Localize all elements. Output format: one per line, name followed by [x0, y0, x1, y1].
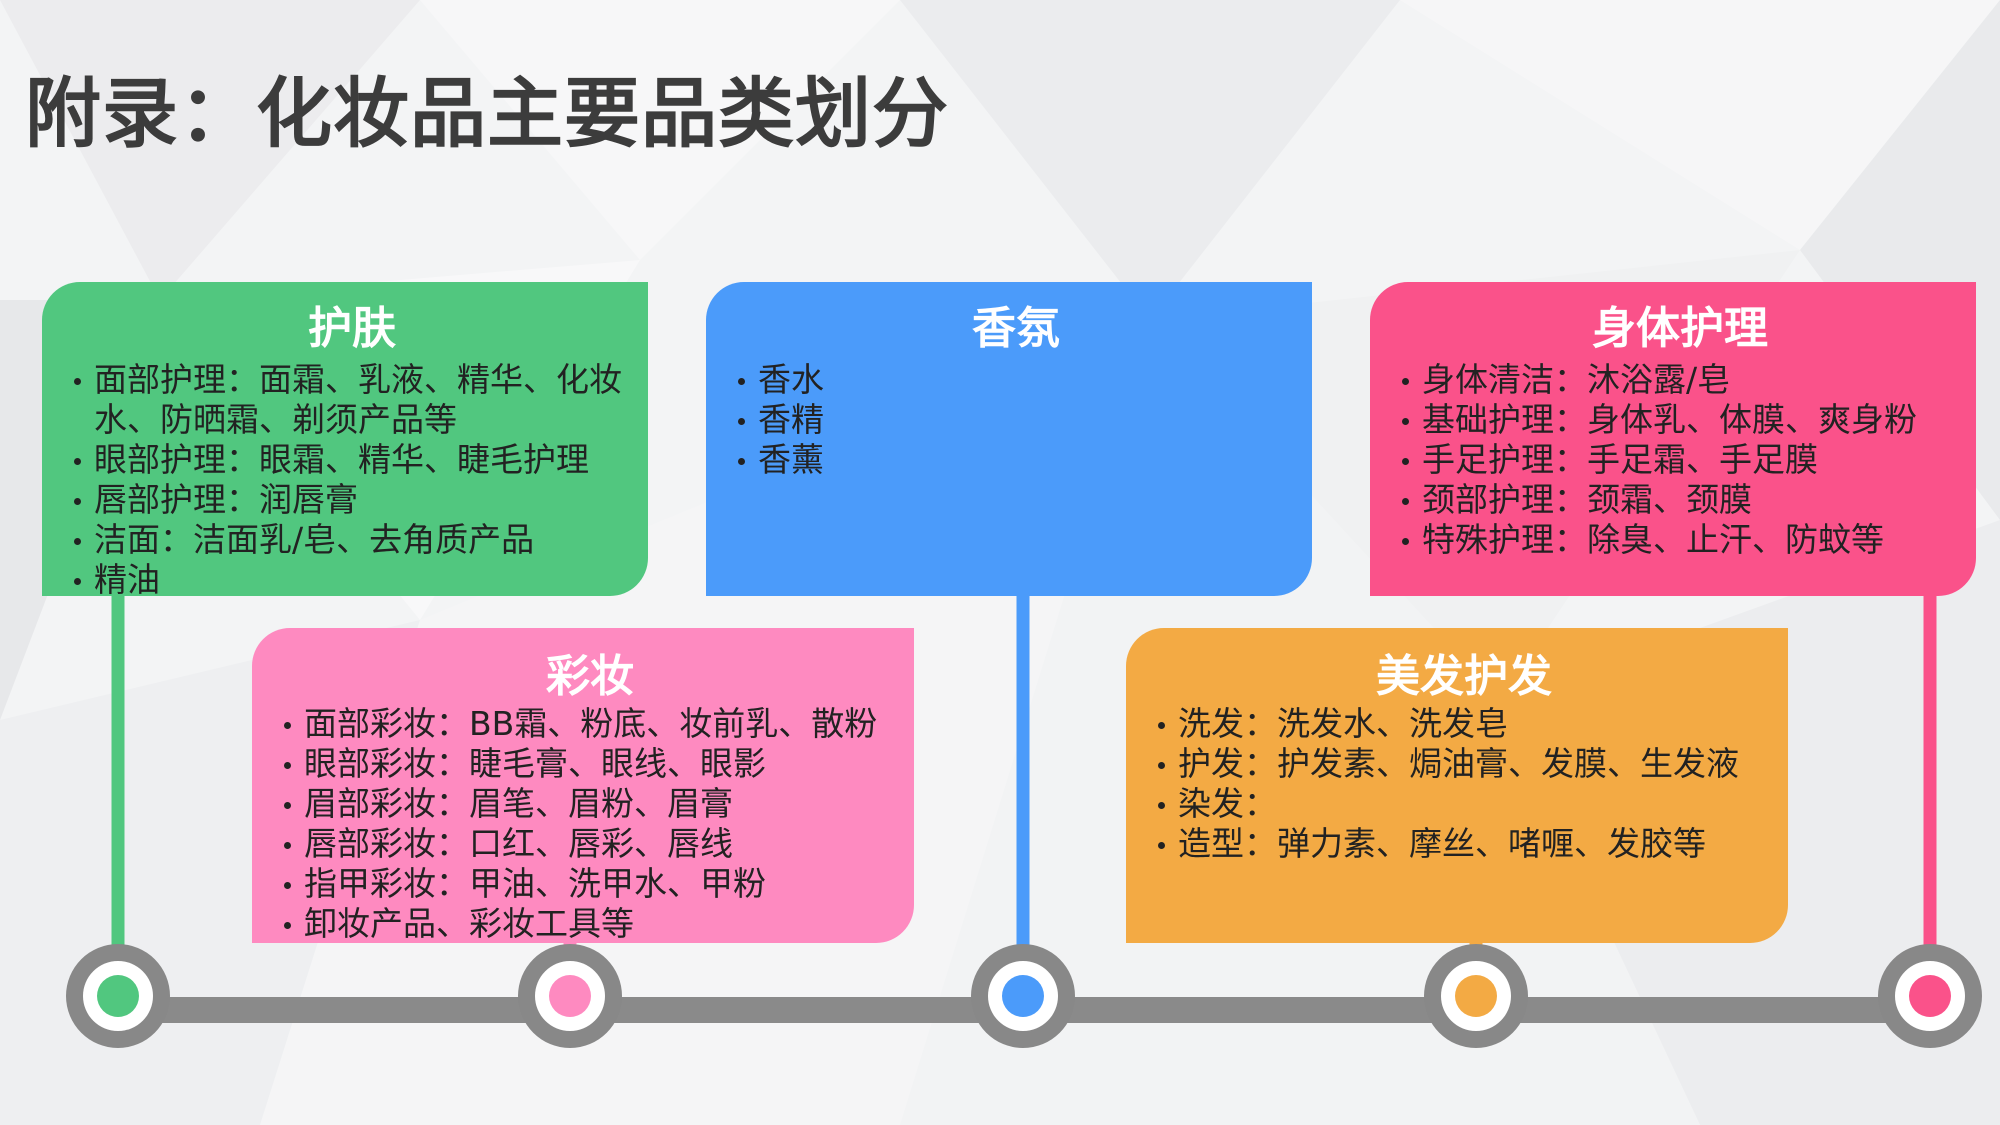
list-item: 面部护理：面霜、乳液、精华、化妆水、防晒霜、剃须产品等 — [74, 360, 630, 440]
card-heading: 护肤 — [308, 303, 396, 354]
list-item: 造型：弹力素、摩丝、啫喱、发胶等 — [1158, 824, 1770, 864]
list-item: 护发：护发素、焗油膏、发膜、生发液 — [1158, 744, 1770, 784]
card-list: 身体清洁：沐浴露/皂 基础护理：身体乳、体膜、爽身粉 手足护理：手足霜、手足膜 … — [1402, 360, 1958, 560]
list-item: 眉部彩妆：眉笔、眉粉、眉膏 — [284, 784, 896, 824]
list-item: 染发： — [1158, 784, 1770, 824]
list-item: 卸妆产品、彩妆工具等 — [284, 904, 896, 944]
card-haircare: 美发护发 洗发：洗发水、洗发皂 护发：护发素、焗油膏、发膜、生发液 染发： 造型… — [1126, 628, 1788, 943]
card-list: 洗发：洗发水、洗发皂 护发：护发素、焗油膏、发膜、生发液 染发： 造型：弹力素、… — [1158, 704, 1770, 864]
list-item: 香薰 — [738, 440, 1294, 480]
list-item: 身体清洁：沐浴露/皂 — [1402, 360, 1958, 400]
card-list: 面部彩妆：BB霜、粉底、妆前乳、散粉 眼部彩妆：睫毛膏、眼线、眼影 眉部彩妆：眉… — [284, 704, 896, 944]
list-item: 特殊护理：除臭、止汗、防蚊等 — [1402, 520, 1958, 560]
list-item: 指甲彩妆：甲油、洗甲水、甲粉 — [284, 864, 896, 904]
card-makeup: 彩妆 面部彩妆：BB霜、粉底、妆前乳、散粉 眼部彩妆：睫毛膏、眼线、眼影 眉部彩… — [252, 628, 914, 943]
list-item: 眼部彩妆：睫毛膏、眼线、眼影 — [284, 744, 896, 784]
card-list: 面部护理：面霜、乳液、精华、化妆水、防晒霜、剃须产品等 眼部护理：眼霜、精华、睫… — [74, 360, 630, 600]
card-bodycare: 身体护理 身体清洁：沐浴露/皂 基础护理：身体乳、体膜、爽身粉 手足护理：手足霜… — [1370, 282, 1976, 596]
list-item: 精油 — [74, 560, 630, 600]
list-item: 洁面：洁面乳/皂、去角质产品 — [74, 520, 630, 560]
list-item: 香精 — [738, 400, 1294, 440]
card-heading: 彩妆 — [546, 651, 634, 702]
list-item: 唇部彩妆：口红、唇彩、唇线 — [284, 824, 896, 864]
page-title: 附录：化妆品主要品类划分 — [25, 69, 949, 158]
list-item: 香水 — [738, 360, 1294, 400]
list-item: 洗发：洗发水、洗发皂 — [1158, 704, 1770, 744]
card-fragrance: 香氛 香水 香精 香薰 — [706, 282, 1312, 596]
card-heading: 香氛 — [972, 303, 1060, 354]
card-skincare: 护肤 面部护理：面霜、乳液、精华、化妆水、防晒霜、剃须产品等 眼部护理：眼霜、精… — [42, 282, 648, 599]
list-item: 面部彩妆：BB霜、粉底、妆前乳、散粉 — [284, 704, 896, 744]
card-list: 香水 香精 香薰 — [738, 360, 1294, 480]
list-item: 眼部护理：眼霜、精华、睫毛护理 — [74, 440, 630, 480]
list-item: 基础护理：身体乳、体膜、爽身粉 — [1402, 400, 1958, 440]
card-heading: 美发护发 — [1376, 651, 1552, 702]
list-item: 手足护理：手足霜、手足膜 — [1402, 440, 1958, 480]
list-item: 颈部护理：颈霜、颈膜 — [1402, 480, 1958, 520]
card-heading: 身体护理 — [1592, 303, 1768, 354]
list-item: 唇部护理：润唇膏 — [74, 480, 630, 520]
